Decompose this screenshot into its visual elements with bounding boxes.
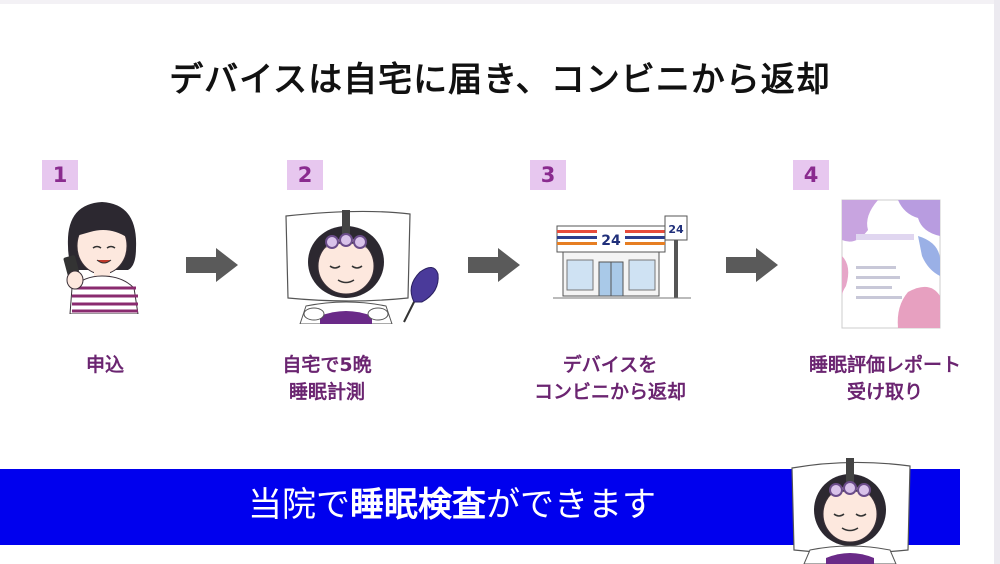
step-4-number: 4 bbox=[793, 160, 829, 190]
store-sign-text: 24 bbox=[601, 233, 621, 249]
sleeping-woman-with-device-icon bbox=[285, 210, 439, 324]
sleeping-woman-icon bbox=[791, 458, 911, 564]
step-4-label-line: 受け取り bbox=[846, 381, 923, 403]
arrow-right-icon bbox=[186, 248, 238, 282]
step-1-label-line: 申込 bbox=[85, 354, 124, 376]
banner-text: 当院で睡眠検査ができます bbox=[248, 480, 656, 530]
step-1-number: 1 bbox=[42, 160, 78, 190]
step-3-label-line: コンビニから返却 bbox=[533, 381, 686, 403]
page-title: デバイスは自宅に届き、コンビニから返却 bbox=[169, 60, 831, 100]
arrow-right-icon bbox=[726, 248, 778, 282]
step-2-number: 2 bbox=[287, 160, 323, 190]
woman-with-phone-icon bbox=[63, 202, 139, 314]
step-3-label: デバイスを コンビニから返却 bbox=[510, 352, 710, 406]
step-2-label-line: 自宅で5晩 bbox=[282, 354, 372, 376]
step-4-label: 睡眠評価レポート 受け取り bbox=[780, 352, 990, 406]
banner-prefix: 当院で bbox=[248, 485, 350, 525]
step-1-label: 申込 bbox=[55, 352, 155, 379]
step-3-number: 3 bbox=[530, 160, 566, 190]
step-2-label: 自宅で5晩 睡眠計測 bbox=[262, 352, 392, 406]
pole-sign-text: 24 bbox=[668, 223, 684, 236]
arrow-right-icon bbox=[468, 248, 520, 282]
step-2-label-line: 睡眠計測 bbox=[288, 381, 365, 403]
step-3-label-line: デバイスを bbox=[562, 354, 658, 376]
frame-right-edge bbox=[994, 0, 1000, 564]
convenience-store-icon: 24 24 bbox=[553, 215, 691, 299]
frame-top-edge bbox=[0, 0, 1000, 4]
banner-highlight: 睡眠検査 bbox=[350, 485, 486, 525]
sleep-report-icon bbox=[841, 199, 941, 329]
step-4-label-line: 睡眠評価レポート bbox=[808, 354, 961, 376]
banner-suffix: ができます bbox=[486, 485, 656, 525]
